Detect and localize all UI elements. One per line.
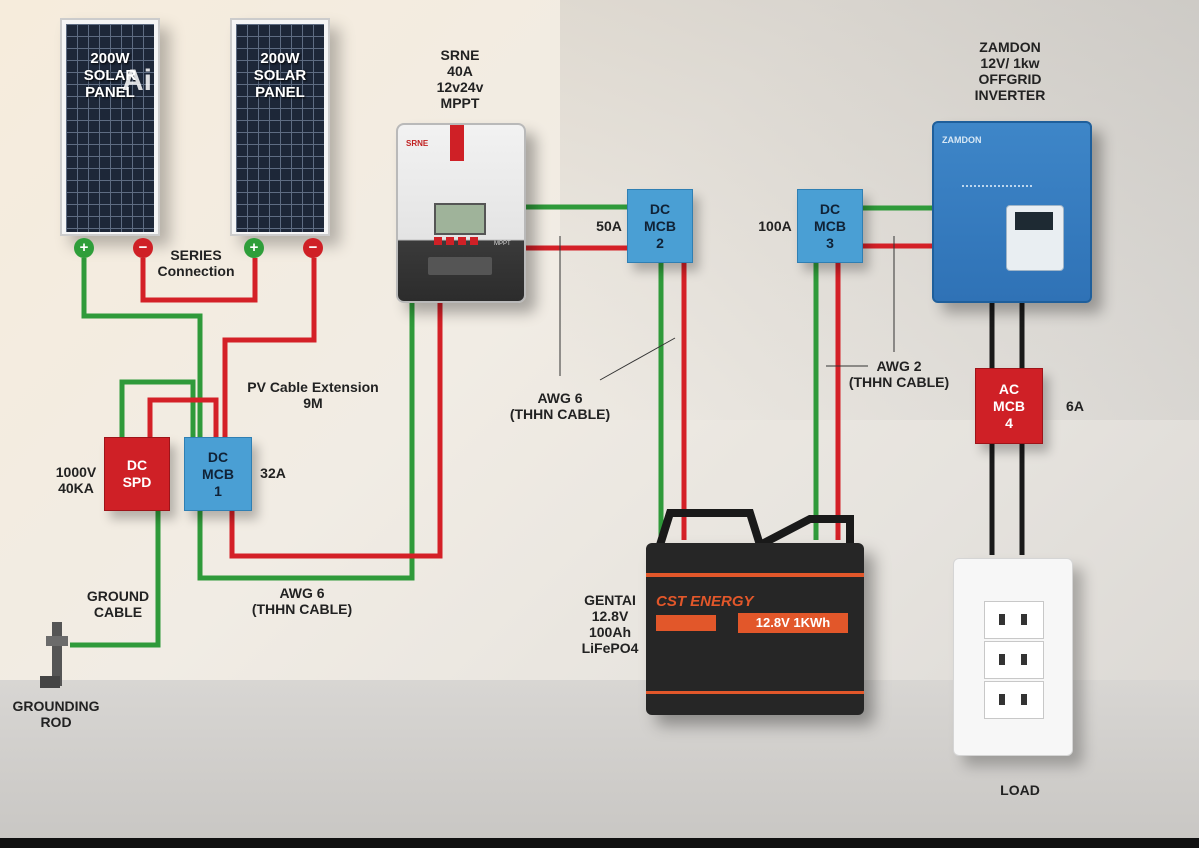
ground-cable bbox=[70, 508, 161, 648]
spd-green-link bbox=[119, 379, 196, 440]
spd-red-link bbox=[147, 397, 219, 440]
battery-rating: 12.8V 1KWh bbox=[738, 613, 848, 633]
mppt-button bbox=[434, 237, 442, 245]
battery-stripe-bottom bbox=[646, 691, 864, 694]
watermark: Ai bbox=[122, 64, 152, 97]
battery-stripe bbox=[646, 573, 864, 577]
panel2-positive-wire bbox=[222, 258, 317, 440]
ac-mcb-4-rating: 6A bbox=[1066, 398, 1084, 414]
pv-cable-extension-label: PV Cable Extension 9M bbox=[247, 379, 379, 411]
spd-rating: 1000V 40KA bbox=[55, 464, 97, 496]
battery-tag bbox=[656, 615, 716, 631]
grounding-rod-label: GROUNDING ROD bbox=[12, 698, 100, 730]
mppt-button bbox=[458, 237, 466, 245]
grounding-rod bbox=[52, 622, 62, 686]
mppt-buttons bbox=[434, 237, 486, 247]
dc-mcb-3-label: DC MCB 3 bbox=[814, 200, 846, 251]
panel1-positive-terminal: + bbox=[74, 238, 94, 258]
dc-mcb-2-label: DC MCB 2 bbox=[644, 200, 676, 251]
panel2-negative-terminal: − bbox=[303, 238, 323, 258]
solar-panel-2: 200W SOLAR PANEL bbox=[230, 18, 330, 236]
solar-cells bbox=[66, 24, 154, 232]
awg2-label: AWG 2 (THHN CABLE) bbox=[848, 358, 950, 390]
awg6-mid-label: AWG 6 (THHN CABLE) bbox=[509, 390, 611, 422]
offgrid-inverter: ZAMDON bbox=[932, 121, 1092, 303]
mppt-terminal-block bbox=[428, 257, 492, 275]
awg6-bottom-label: AWG 6 (THHN CABLE) bbox=[251, 585, 353, 617]
solar-cells bbox=[236, 24, 324, 232]
ac-mcb-4-label: AC MCB 4 bbox=[993, 380, 1025, 431]
solar-panel-label: 200W SOLAR PANEL bbox=[253, 50, 307, 101]
series-connection-label: SERIES Connection bbox=[157, 247, 235, 279]
solar-panel-1: 200W SOLAR PANEL Ai bbox=[60, 18, 160, 236]
battery-description: GENTAI 12.8V 100Ah LiFePO4 bbox=[581, 592, 639, 656]
socket bbox=[984, 641, 1044, 679]
dc-spd: DC SPD bbox=[104, 437, 170, 511]
dc-mcb-1-label: DC MCB 1 bbox=[202, 448, 234, 499]
inverter-heading: ZAMDON 12V/ 1kw OFFGRID INVERTER bbox=[974, 39, 1046, 103]
inverter-brand: ZAMDON bbox=[942, 135, 982, 145]
mppt-brand: SRNE bbox=[406, 139, 429, 148]
mppt-red-stripe bbox=[450, 125, 464, 161]
mcb1-red-out bbox=[229, 302, 443, 559]
wall-outlet bbox=[953, 558, 1073, 756]
dc-mcb-1: DC MCB 1 bbox=[184, 437, 252, 511]
panel1-negative-terminal: − bbox=[133, 238, 153, 258]
mppt-display bbox=[434, 203, 486, 235]
grounding-rod-clamp bbox=[46, 636, 68, 646]
dc-mcb-2-rating: 50A bbox=[596, 218, 622, 234]
panel1-negative-wire bbox=[81, 258, 203, 440]
inverter-control-panel bbox=[1006, 205, 1064, 271]
battery-handle bbox=[650, 505, 862, 549]
series-positive-wire bbox=[140, 258, 258, 303]
solar-panel-label: 200W SOLAR PANEL bbox=[83, 50, 137, 101]
dc-mcb-3-rating: 100A bbox=[758, 218, 792, 234]
grounding-rod-base bbox=[40, 676, 60, 688]
mppt-button bbox=[470, 237, 478, 245]
lifepo4-battery: CST ENERGY 12.8V 1KWh bbox=[646, 543, 864, 715]
dc-mcb-1-rating: 32A bbox=[260, 465, 286, 481]
inverter-display bbox=[1015, 212, 1053, 230]
load-label: LOAD bbox=[1000, 782, 1040, 798]
mppt-side-text: MPPT bbox=[494, 241, 511, 247]
awg6-leader-2 bbox=[599, 337, 676, 381]
mppt-heading: SRNE 40A 12v24v MPPT bbox=[436, 47, 484, 111]
mcb1-green-out bbox=[197, 302, 415, 581]
mppt-button bbox=[446, 237, 454, 245]
dc-mcb-2: DC MCB 2 bbox=[627, 189, 693, 263]
ground-cable-label: GROUND CABLE bbox=[86, 588, 150, 620]
inverter-trim bbox=[962, 175, 1032, 187]
mppt-charge-controller: SRNE MPPT bbox=[396, 123, 526, 303]
battery-brand: CST ENERGY bbox=[656, 593, 754, 610]
panel2-positive-terminal: + bbox=[244, 238, 264, 258]
dc-mcb-3: DC MCB 3 bbox=[797, 189, 863, 263]
bottom-bar bbox=[0, 838, 1199, 848]
dc-spd-label: DC SPD bbox=[122, 457, 152, 490]
ac-mcb-4: AC MCB 4 bbox=[975, 368, 1043, 444]
socket bbox=[984, 601, 1044, 639]
socket bbox=[984, 681, 1044, 719]
